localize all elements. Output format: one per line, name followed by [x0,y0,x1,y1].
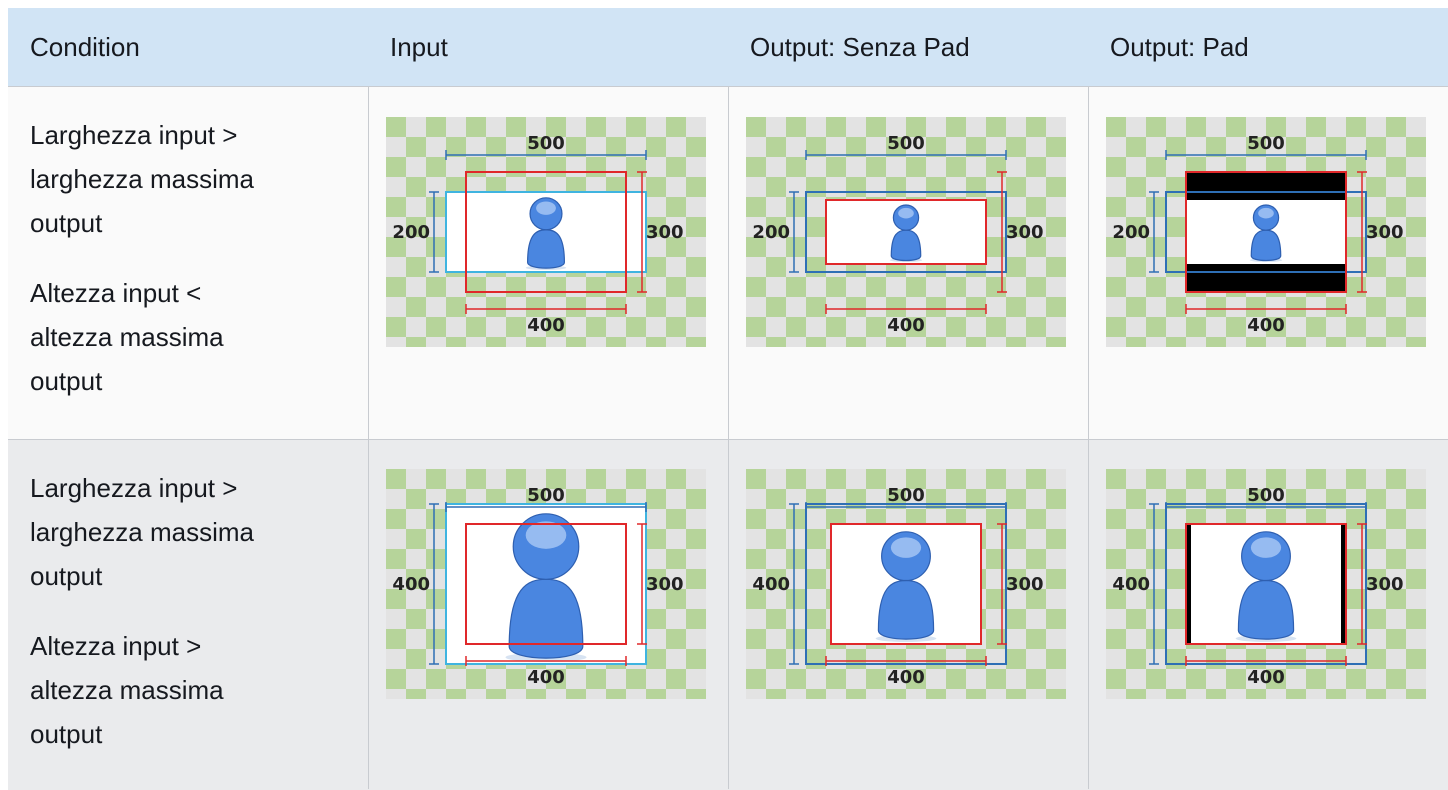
person-icon [1249,204,1283,262]
svg-text:500: 500 [1247,133,1285,154]
svg-text:200: 200 [392,222,430,243]
condition-height-text: Altezza input < altezza massima output [30,278,224,396]
svg-text:200: 200 [752,222,790,243]
condition-width-text: Larghezza input > larghezza massima outp… [30,120,254,238]
person-icon [1235,531,1297,642]
svg-text:300: 300 [1366,574,1404,595]
svg-text:400: 400 [1247,315,1285,336]
diagram-output-no-pad-case1: 500 200 300 400 [746,117,1066,347]
diagram-output-pad-case2: 500 400 300 400 [1106,469,1426,699]
condition-cell: Larghezza input > larghezza massima outp… [30,466,330,782]
svg-text:400: 400 [887,667,925,688]
svg-text:200: 200 [1112,222,1150,243]
svg-text:400: 400 [887,315,925,336]
svg-text:300: 300 [1366,222,1404,243]
diagram-input-case2: 500 400 300 400 [386,469,706,699]
svg-text:500: 500 [887,485,925,506]
condition-height-text: Altezza input > altezza massima output [30,631,224,749]
svg-text:400: 400 [527,667,565,688]
person-icon [889,204,923,262]
column-divider [1088,86,1089,789]
svg-text:400: 400 [752,574,790,595]
svg-text:400: 400 [527,315,565,336]
resize-diagram: 500 400 300 400 [746,469,1066,699]
resize-diagram: 500 200 300 400 [1106,117,1426,347]
person-icon [525,197,567,270]
person-icon [505,513,587,662]
svg-text:500: 500 [1247,485,1285,506]
svg-text:400: 400 [1247,667,1285,688]
diagram-input-case1: 500 200 300 400 [386,117,706,347]
resize-diagram: 500 400 300 400 [1106,469,1426,699]
diagram-output-pad-case1: 500 200 300 400 [1106,117,1426,347]
condition-width-text: Larghezza input > larghezza massima outp… [30,473,254,591]
comparison-table: Condition Input Output: Senza Pad Output… [8,8,1448,790]
svg-text:500: 500 [527,485,565,506]
diagram-output-no-pad-case2: 500 400 300 400 [746,469,1066,699]
svg-text:500: 500 [887,133,925,154]
column-divider [728,86,729,789]
svg-text:400: 400 [1112,574,1150,595]
resize-diagram: 500 200 300 400 [386,117,706,347]
svg-text:300: 300 [646,222,684,243]
header-condition: Condition [30,32,140,62]
header-input: Input [390,32,448,62]
person-icon [875,531,937,642]
resize-diagram: 500 400 300 400 [386,469,706,699]
header-output-no-pad: Output: Senza Pad [750,32,970,62]
svg-text:500: 500 [527,133,565,154]
condition-cell: Larghezza input > larghezza massima outp… [30,113,330,429]
svg-text:400: 400 [392,574,430,595]
header-output-pad: Output: Pad [1110,32,1249,62]
svg-text:300: 300 [1006,222,1044,243]
column-divider [368,86,369,789]
svg-text:300: 300 [646,574,684,595]
resize-diagram: 500 200 300 400 [746,117,1066,347]
table-header: Condition Input Output: Senza Pad Output… [8,8,1448,86]
svg-text:300: 300 [1006,574,1044,595]
